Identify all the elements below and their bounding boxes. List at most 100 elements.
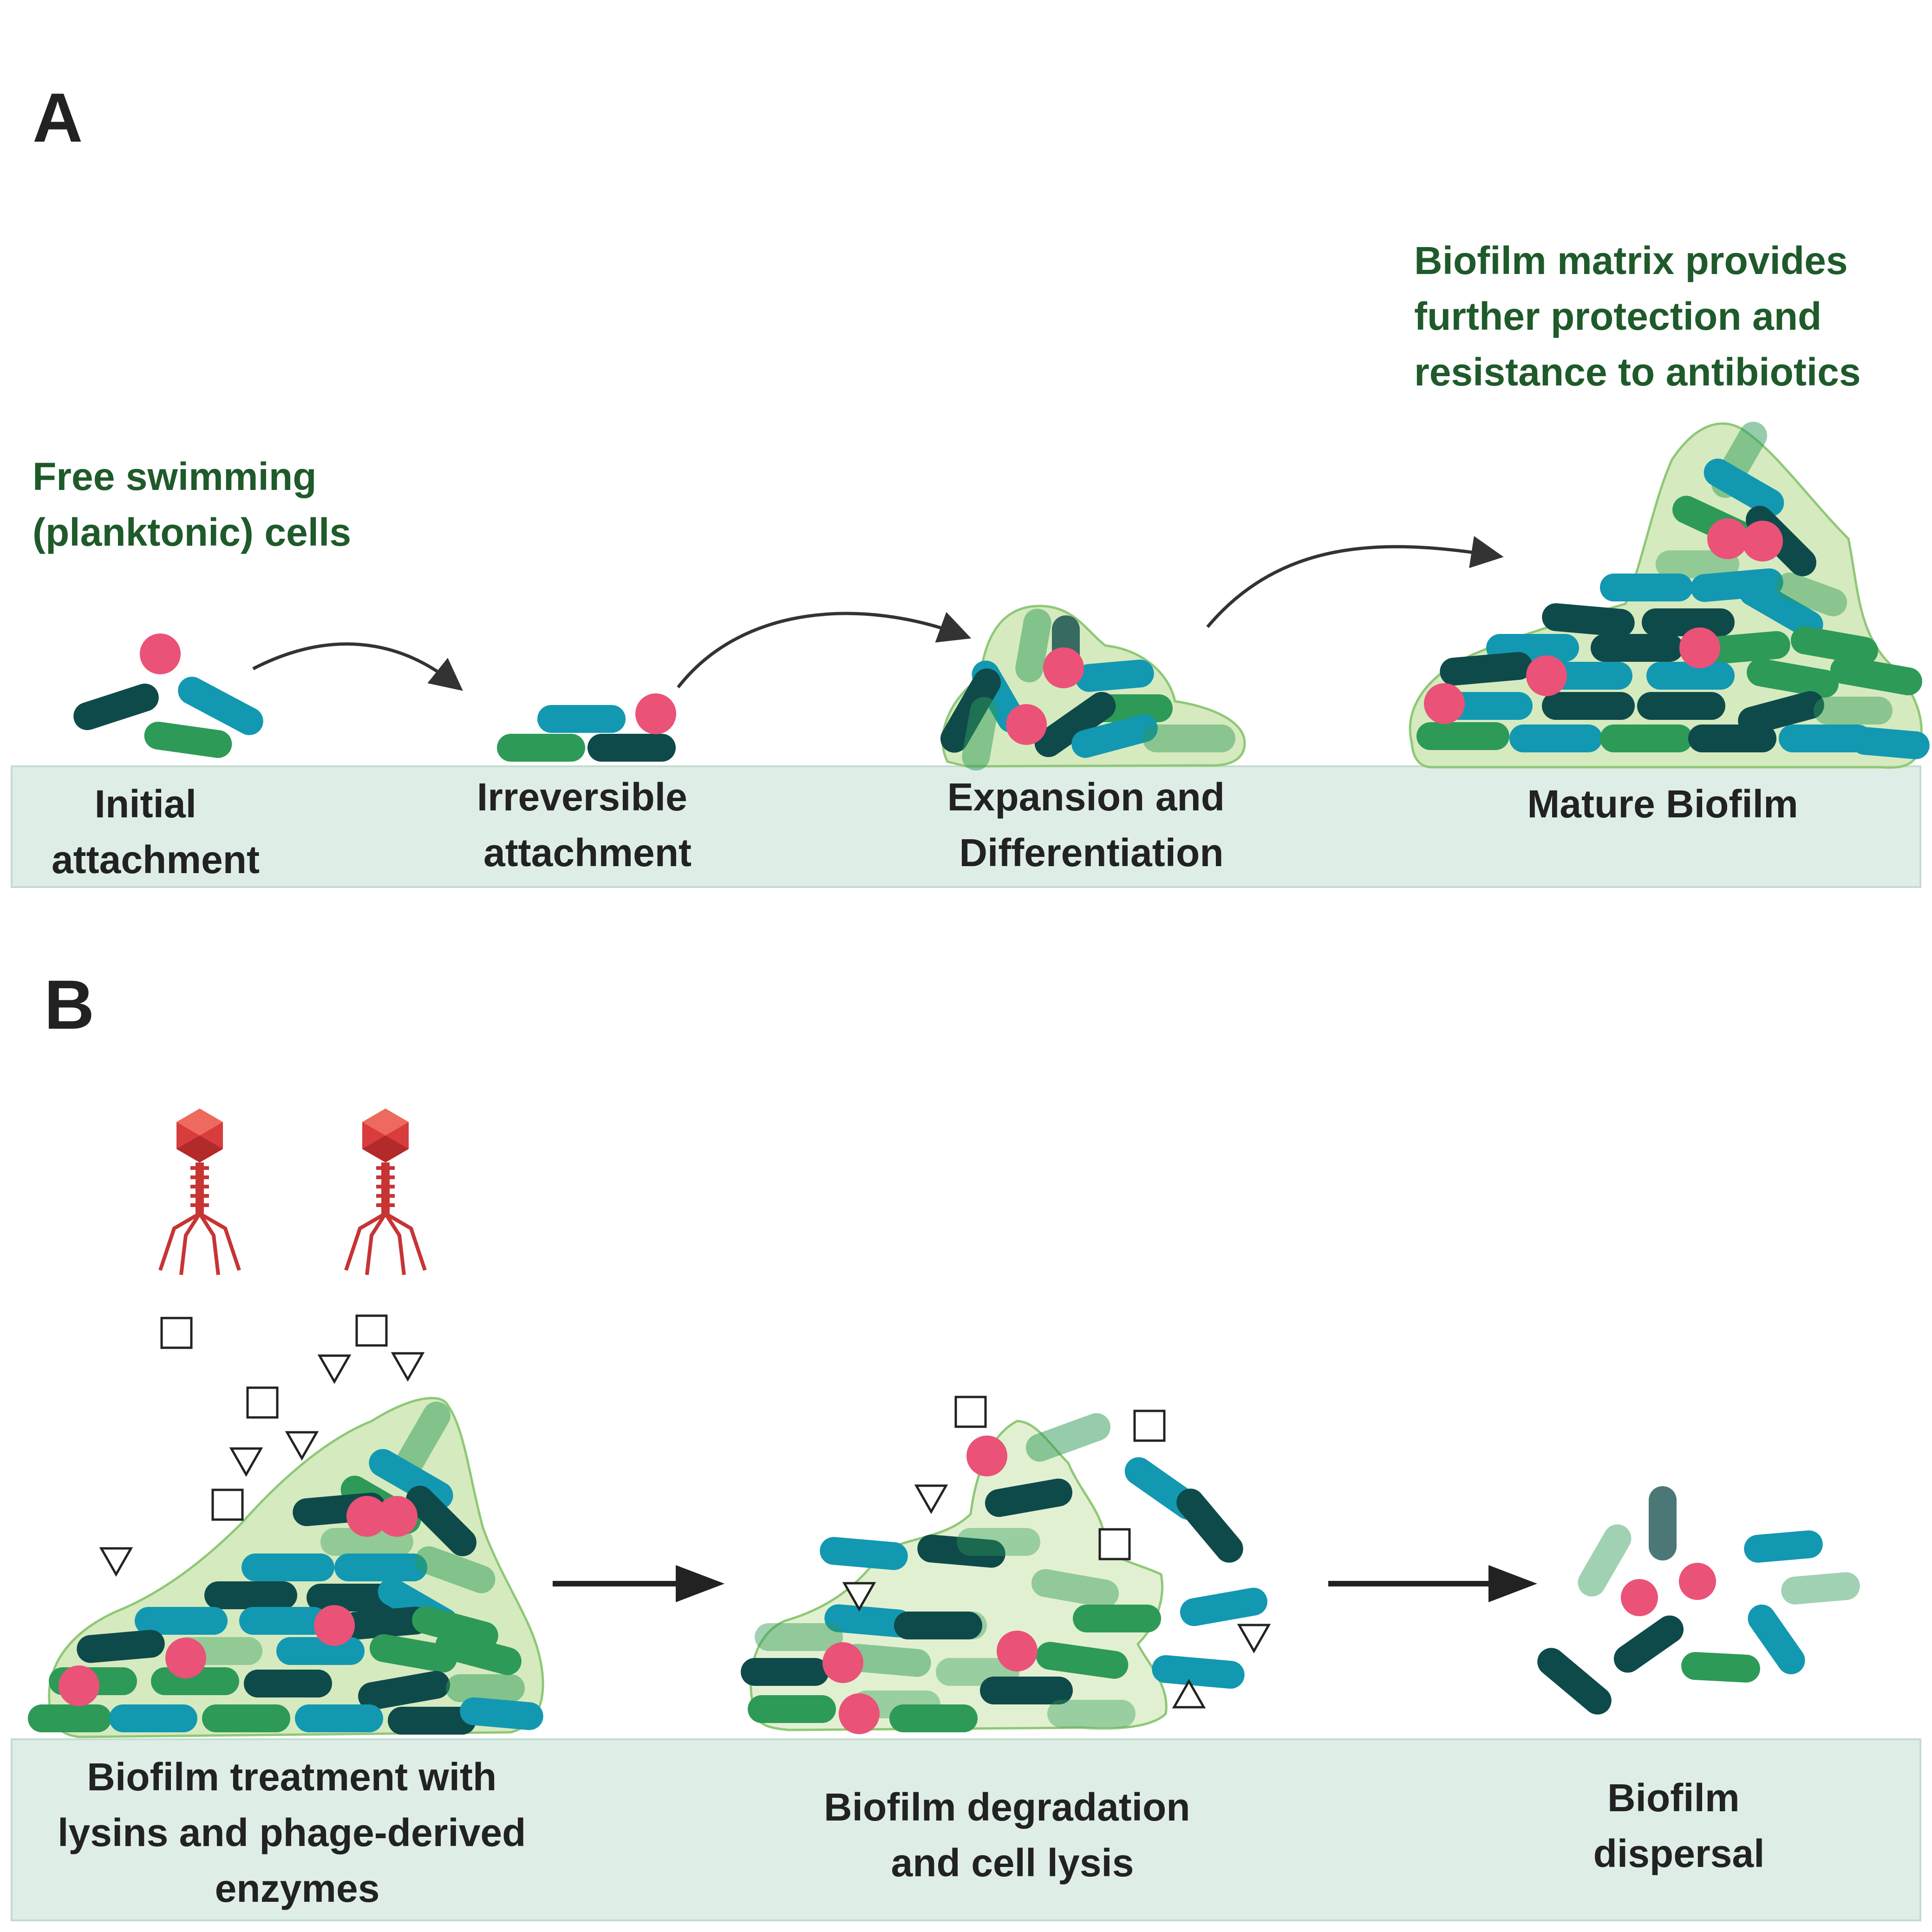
rod-bacterium: [820, 1537, 908, 1570]
rod-bacterium: [1688, 724, 1776, 752]
stage-label-dispersal: Biofilm dispersal: [1593, 1776, 1765, 1875]
rod-bacterium: [748, 1695, 836, 1723]
rod-bacterium: [1739, 578, 1823, 639]
rod-bacterium: [894, 1612, 982, 1639]
rod-bacterium: [1775, 572, 1847, 617]
rod-bacterium: [1656, 550, 1739, 578]
panel-b: B Biofilm treatment with lysins and phag…: [11, 966, 1921, 1921]
bacteriophage-icon: [344, 1109, 427, 1275]
coccus-bacterium: [1742, 521, 1783, 561]
matrix-label: Biofilm matrix provides further protecti…: [1414, 239, 1861, 394]
rod-bacterium: [1176, 1488, 1243, 1563]
enzyme-triangle-icon: [914, 1484, 948, 1514]
rod-bacterium: [1649, 1486, 1677, 1560]
rod-bacterium: [28, 1704, 111, 1732]
coccus-bacterium: [1526, 655, 1567, 696]
panel-a: A Free swimming (planktonic) cells Biofi…: [11, 78, 1930, 888]
stage-label-treatment: Biofilm treatment with lysins and phage-…: [58, 1755, 537, 1910]
rod-bacterium: [460, 1697, 543, 1730]
coccus-bacterium: [1424, 683, 1465, 724]
coccus-bacterium: [1006, 704, 1047, 745]
rod-bacterium: [395, 1402, 450, 1478]
coccus-bacterium: [1679, 1563, 1716, 1600]
rod-bacterium: [388, 1707, 476, 1735]
free-cells-label: Free swimming (planktonic) cells: [33, 455, 351, 554]
enzyme-square-icon: [160, 1317, 193, 1349]
flow-arrow-a1: [252, 642, 463, 691]
stage-label-irreversible-attachment: Irreversible attachment: [477, 775, 698, 875]
enzyme-square-icon: [1133, 1410, 1166, 1442]
rod-bacterium: [151, 1667, 239, 1695]
rod-bacterium: [1744, 1530, 1823, 1563]
rod-bacterium: [1600, 574, 1693, 601]
enzyme-square-icon: [355, 1314, 388, 1347]
coccus-bacterium: [839, 1693, 880, 1734]
rod-bacterium: [77, 1630, 165, 1663]
panel-b-surface: [11, 1738, 1921, 1921]
rod-bacterium: [537, 705, 626, 733]
coccus-bacterium: [997, 1631, 1038, 1671]
stage-label-degradation: Biofilm degradation and cell lysis: [824, 1785, 1201, 1885]
rod-bacterium: [1180, 1587, 1268, 1626]
rod-bacterium: [1738, 691, 1824, 735]
enzyme-triangle-icon: [229, 1447, 263, 1477]
coccus-bacterium: [377, 1496, 418, 1537]
rod-bacterium: [1015, 608, 1051, 683]
rod-bacterium: [144, 721, 232, 758]
rod-bacterium: [1748, 1604, 1805, 1675]
phage-enzymes: [99, 1314, 1271, 1709]
coccus-bacterium: [822, 1642, 863, 1683]
panel-a-letter: A: [33, 78, 83, 157]
rod-bacterium: [1790, 626, 1879, 665]
rod-bacterium: [1781, 1572, 1860, 1605]
rod-bacterium: [587, 734, 676, 762]
rod-bacterium: [73, 683, 159, 731]
enzyme-square-icon: [954, 1396, 987, 1428]
rod-bacterium: [1142, 724, 1235, 752]
bacteriophage-icon: [158, 1109, 241, 1275]
rod-bacterium: [1642, 608, 1735, 636]
rod-bacterium: [985, 1478, 1073, 1517]
coccus-bacterium: [966, 1436, 1007, 1476]
panel-b-letter: B: [44, 966, 94, 1044]
rod-bacterium: [435, 1632, 522, 1675]
rod-bacterium: [1814, 697, 1893, 724]
rod-bacterium: [334, 1553, 427, 1581]
rod-bacterium: [202, 1704, 290, 1732]
flow-arrow-a2: [677, 612, 972, 689]
rod-bacterium: [406, 1486, 476, 1556]
rod-bacterium: [244, 1670, 332, 1697]
rod-bacterium: [1440, 652, 1533, 686]
rod-bacterium: [1031, 1569, 1119, 1608]
coccus-bacterium: [346, 1496, 387, 1537]
enzyme-triangle-icon: [1237, 1624, 1271, 1654]
rod-bacterium: [358, 1671, 450, 1710]
rod-bacterium: [178, 677, 263, 735]
panel-a-cells: [73, 422, 1930, 771]
rod-bacterium: [295, 1704, 383, 1732]
flow-arrow-b1: [553, 1565, 724, 1602]
rod-bacterium: [1646, 662, 1735, 690]
coccus-bacterium: [165, 1638, 206, 1678]
rod-bacterium: [1542, 692, 1635, 720]
rod-bacterium: [1036, 1642, 1129, 1679]
coccus-bacterium: [1621, 1579, 1658, 1616]
stage-label-expansion: Expansion and Differentiation: [947, 775, 1236, 875]
coccus-bacterium: [1679, 627, 1720, 668]
rod-bacterium: [1681, 1652, 1760, 1683]
rod-bacterium: [980, 1677, 1073, 1704]
rod-bacterium: [1047, 1700, 1136, 1728]
rod-bacterium: [1830, 656, 1922, 696]
rod-bacterium: [1544, 662, 1632, 690]
rod-bacterium: [1509, 724, 1602, 752]
rod-bacterium: [1071, 714, 1158, 758]
rod-bacterium: [239, 1607, 327, 1635]
rod-bacterium: [1073, 1605, 1161, 1632]
enzyme-square-icon: [246, 1386, 279, 1419]
rod-bacterium: [1075, 659, 1154, 692]
stage-label-mature-biofilm: Mature Biofilm: [1527, 782, 1798, 826]
enzyme-triangle-icon: [99, 1547, 133, 1577]
rod-bacterium: [1779, 724, 1872, 752]
rod-bacterium: [1697, 631, 1790, 665]
